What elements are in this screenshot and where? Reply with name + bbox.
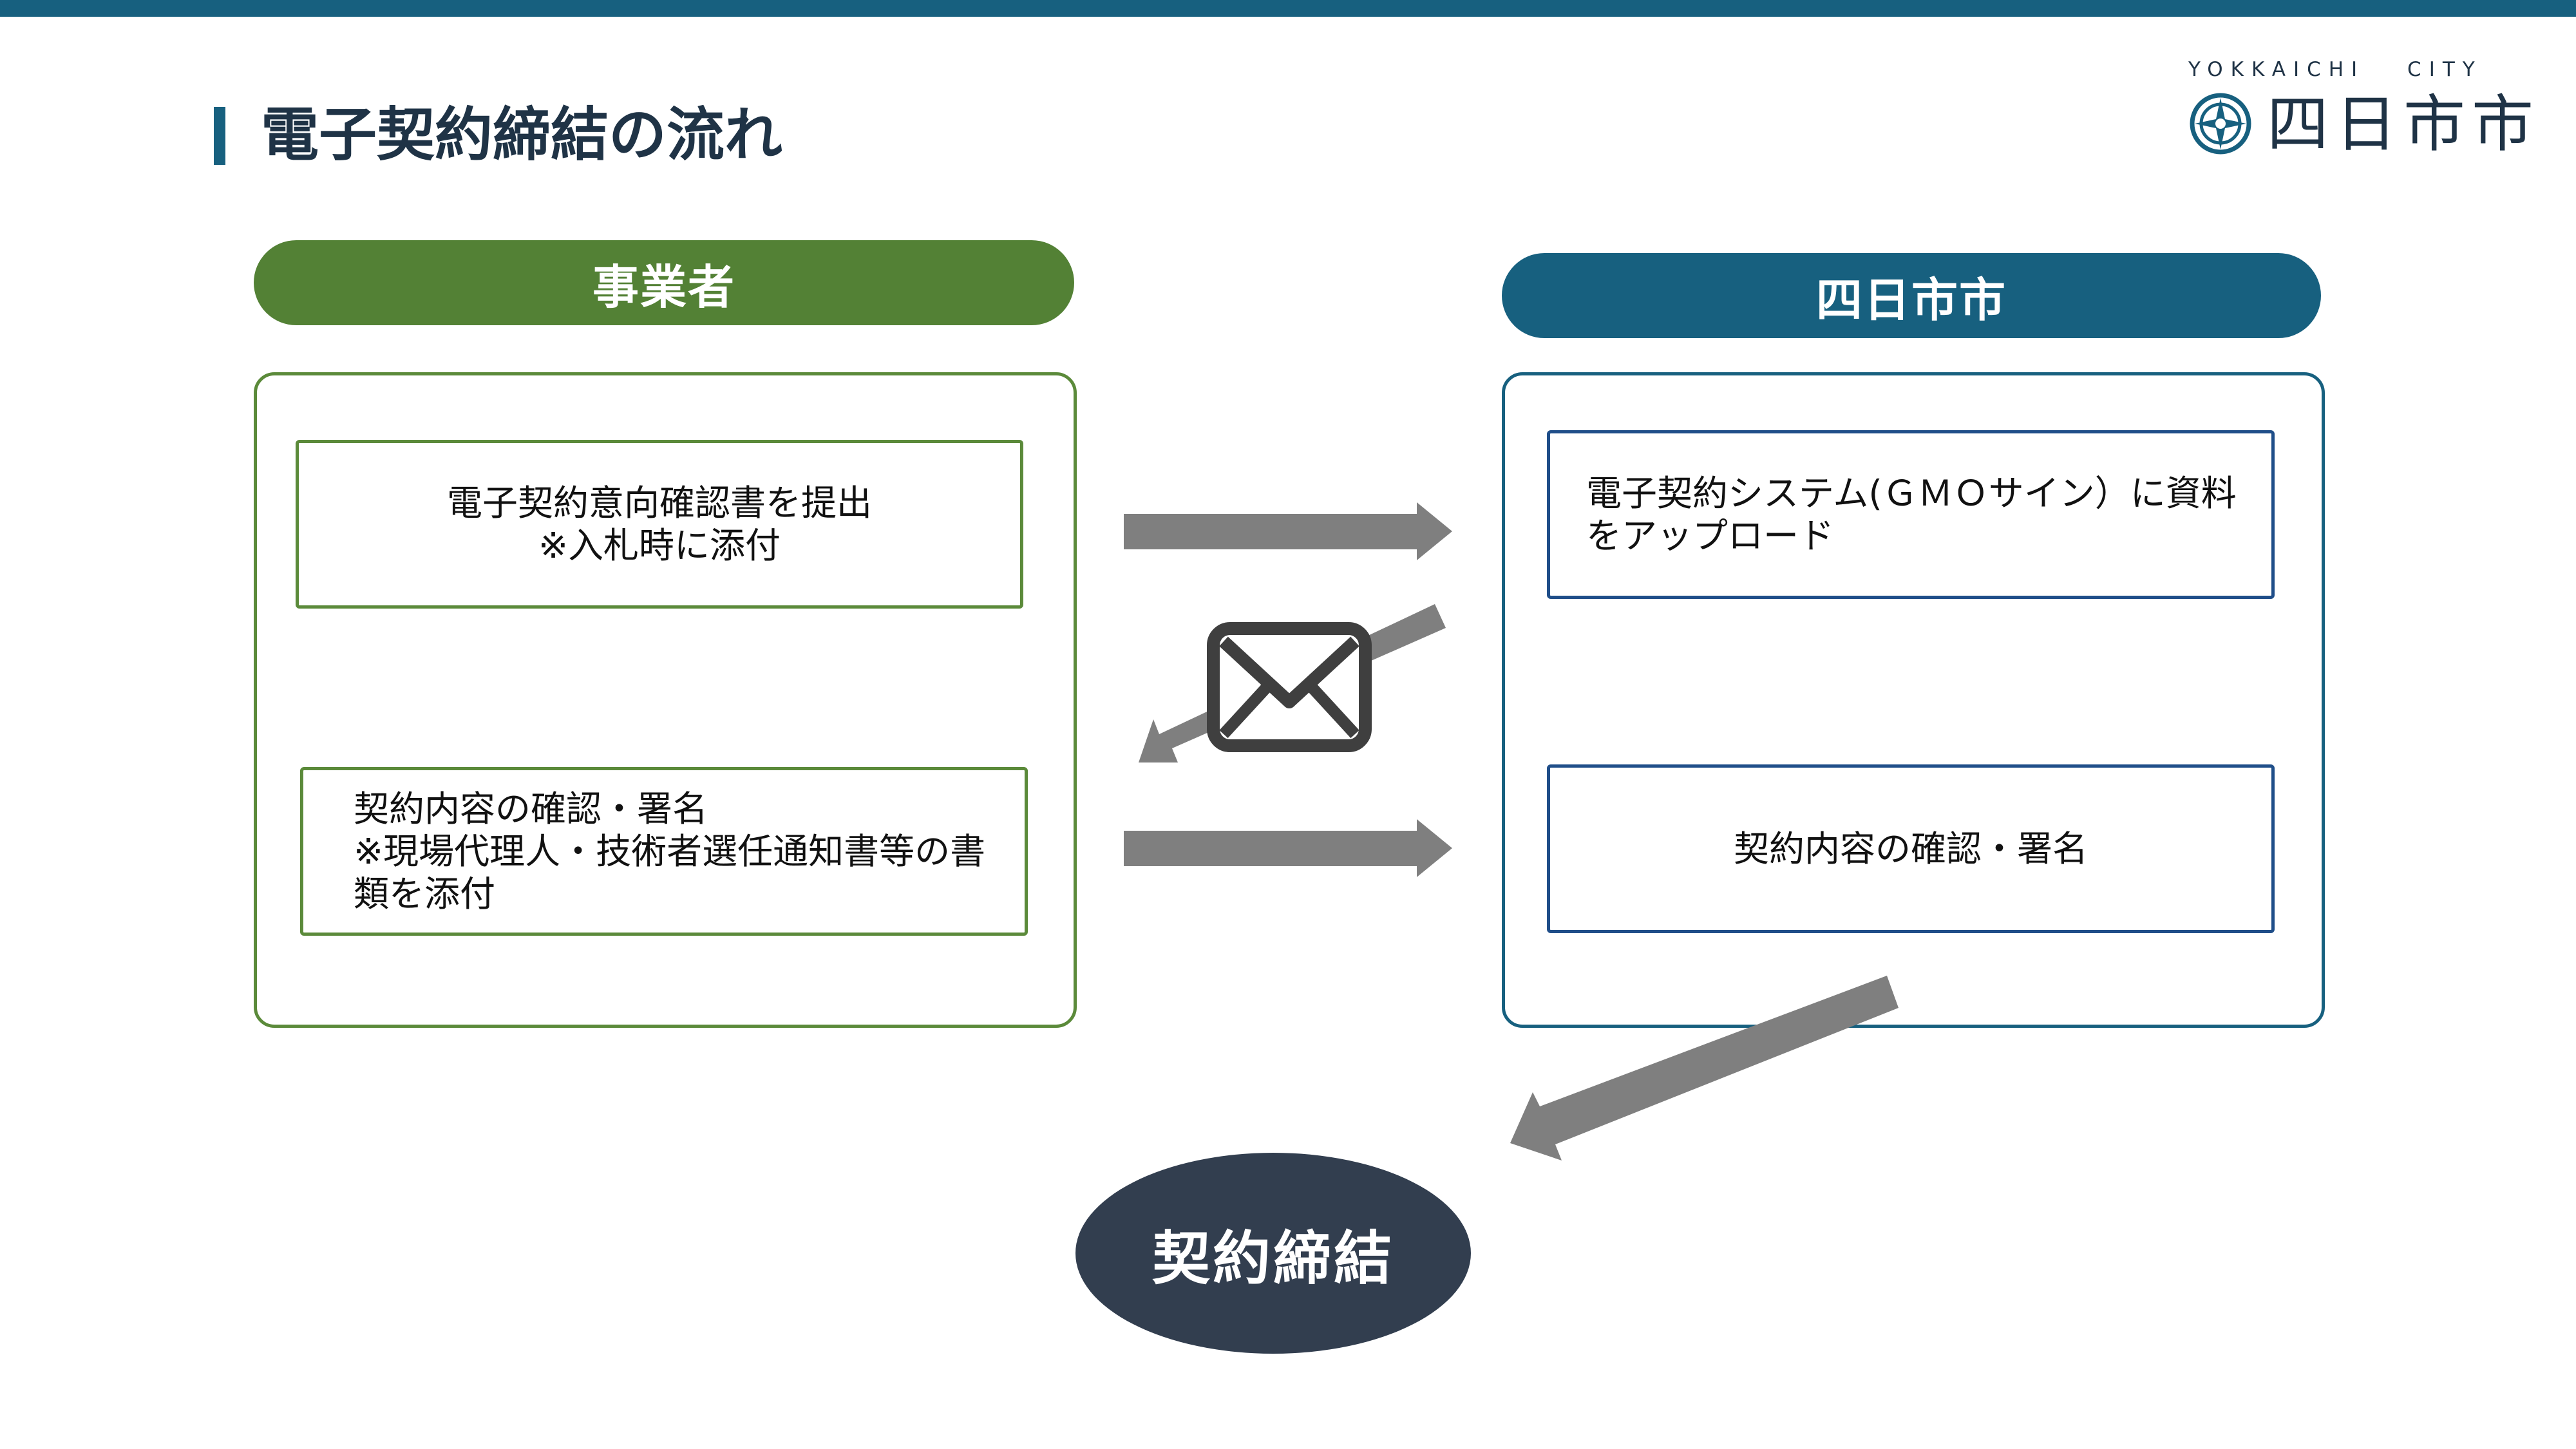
step-text-line: 契約内容の確認・署名 bbox=[1733, 828, 2088, 869]
envelope-icon bbox=[1207, 622, 1372, 752]
arrow-right-icon bbox=[1124, 819, 1452, 877]
step-text-line: ※入札時に添付 bbox=[538, 525, 781, 566]
contract-concluded-node: 契約締結 bbox=[1075, 1153, 1471, 1354]
city-header: 四日市市 bbox=[1502, 253, 2321, 338]
top-accent-bar bbox=[0, 0, 2576, 17]
title-accent-mark bbox=[214, 107, 225, 165]
arrow-right-icon bbox=[1124, 502, 1452, 560]
step-text-line: をアップロード bbox=[1586, 515, 1835, 556]
logo-english-text: YOKKAICHI CITY bbox=[2188, 58, 2483, 81]
arrow-down-left-icon bbox=[1510, 976, 1899, 1160]
step-text-line: 類を添付 bbox=[354, 873, 496, 914]
step-text-line: ※現場代理人・技術者選任通知書等の書 bbox=[354, 831, 986, 872]
business-operator-header: 事業者 bbox=[254, 240, 1074, 325]
step-text-line: 電子契約意向確認書を提出 bbox=[446, 482, 872, 524]
step-operator-confirm-sign: 契約内容の確認・署名 ※現場代理人・技術者選任通知書等の書 類を添付 bbox=[300, 767, 1028, 936]
yokkaichi-city-emblem-icon bbox=[2190, 93, 2251, 155]
step-upload-documents: 電子契約システム(ＧＭＯサイン）に資料 をアップロード bbox=[1547, 430, 2275, 599]
logo-japanese-text: 四日市市 bbox=[2267, 88, 2540, 160]
step-city-confirm-sign: 契約内容の確認・署名 bbox=[1547, 764, 2275, 933]
step-text-line: 契約内容の確認・署名 bbox=[354, 788, 708, 829]
step-submit-intent-form: 電子契約意向確認書を提出 ※入札時に添付 bbox=[296, 440, 1023, 609]
step-text-line: 電子契約システム(ＧＭＯサイン）に資料 bbox=[1586, 473, 2237, 514]
page-title: 電子契約締結の流れ bbox=[261, 101, 782, 169]
